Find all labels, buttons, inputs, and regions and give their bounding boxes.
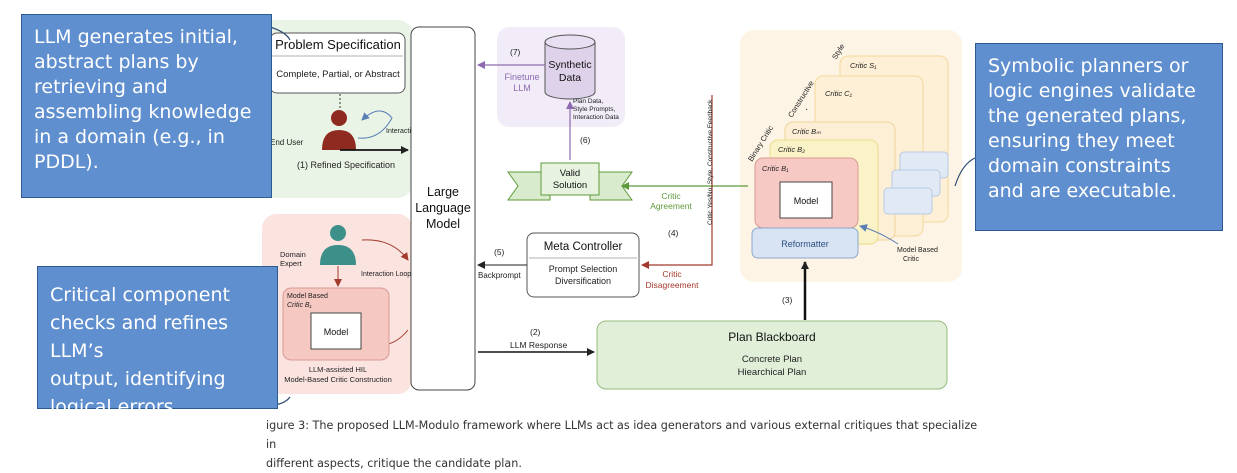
llm-label-2: Language (415, 201, 471, 215)
callout-line: PDDL). (34, 151, 99, 173)
reformatter-label: Reformatter (781, 239, 829, 249)
callout-line: LLM generates initial, (34, 26, 238, 48)
plan-blackboard-line-1: Concrete Plan (742, 354, 802, 365)
callout-critical-component: Critical component checks and refines LL… (37, 266, 278, 418)
callout-line: ensuring they meet (988, 130, 1175, 152)
mbc-label-1: Model Based (287, 293, 328, 300)
plan-blackboard-box (596, 320, 948, 390)
synthetic-data-cylinder (544, 34, 596, 100)
model-based-critic-label-1: Model Based (897, 247, 938, 254)
llm-box (410, 26, 476, 391)
plan-data-label-3: Interaction Data (573, 114, 619, 121)
callout-line: logic engines validate (988, 80, 1196, 102)
critic-b2-label: Critic B₂ (778, 145, 805, 154)
valid-solution-label-2: Solution (553, 180, 587, 191)
plan-blackboard-title: Plan Blackboard (728, 330, 815, 344)
llm-label-1: Large (427, 185, 459, 199)
callout-line: Symbolic planners or (988, 55, 1189, 77)
step-4-label: (4) (668, 228, 679, 238)
backprompt-label: Backprompt (478, 271, 521, 280)
domain-model-box (310, 312, 362, 350)
finetune-label-1: Finetune (504, 72, 539, 82)
step-5-label: (5) (494, 247, 505, 257)
critic-disagreement-label-2: Disagreement (646, 280, 700, 290)
caption-line-2: different aspects, critique the candidat… (266, 457, 522, 470)
hil-label-1: LLM-assisted HIL (309, 365, 367, 374)
domain-loop-label: Interaction Loop (361, 271, 411, 278)
hil-label-2: Model-Based Critic Construction (284, 375, 392, 384)
problem-spec-subtitle: Complete, Partial, or Abstract (276, 69, 400, 80)
meta-controller-title: Meta Controller (544, 241, 623, 253)
valid-solution-banner (507, 162, 633, 201)
critic-disagreement-label-1: Critic (662, 269, 682, 279)
critic-agreement-label-1: Critic (661, 191, 681, 201)
callout-line: and are executable. (988, 180, 1177, 202)
end-user-icon (322, 110, 356, 150)
domain-expert-label-2: Expert (280, 259, 303, 268)
callout-line: in a domain (e.g., in (34, 126, 225, 148)
critic-s1-label: Critic S₁ (850, 61, 877, 70)
step-3-label: (3) (782, 295, 793, 305)
callout-line: Critical component (50, 284, 230, 306)
mbc-label-2: Critic B₁ (287, 302, 313, 309)
domain-expert-label-1: Domain (280, 250, 306, 259)
finetune-label-2: LLM (513, 83, 531, 93)
model-based-critic-label-2: Critic (903, 256, 919, 263)
callout-line: domain constraints (988, 155, 1171, 177)
callout-line: output, identifying (50, 368, 226, 390)
plan-data-label-1: Plan Data, (573, 98, 604, 105)
critic-feedback-label: Critic Yes/No, Style, Constructive Feedb… (707, 99, 714, 225)
llm-response-label: LLM Response (510, 340, 567, 350)
framework-diagram: Problem Specification Complete, Partial,… (262, 20, 976, 406)
dots-label: · (805, 104, 808, 115)
critic-c1-label: Critic C₁ (825, 89, 853, 98)
critic-bm-label: Critic Bₘ (792, 127, 821, 136)
step-7-label: (7) (510, 47, 521, 57)
problem-spec-title: Problem Specification (275, 37, 401, 52)
step-6-label: (6) (580, 135, 591, 145)
callout-llm-generates: LLM generates initial, abstract plans by… (21, 14, 272, 198)
callout-symbolic-planners: Symbolic planners or logic engines valid… (975, 43, 1223, 231)
callout-line: retrieving and (34, 76, 168, 98)
callout-line: checks and refines LLM’s (50, 312, 229, 362)
domain-expert-icon (320, 225, 356, 265)
figure-caption: igure 3: The proposed LLM-Modulo framewo… (266, 416, 986, 473)
domain-model-label: Model (324, 327, 349, 337)
meta-controller-line-1: Prompt Selection (549, 264, 618, 274)
plan-data-label-2: Style Prompts, (573, 106, 615, 113)
callout-line: abstract plans by (34, 51, 199, 73)
step-2-label: (2) (530, 327, 541, 337)
callout-line: the generated plans, (988, 105, 1187, 127)
callout-line: logical errors. (50, 396, 180, 418)
critics-stack (751, 55, 949, 259)
plan-blackboard-line-2: Hiearchical Plan (738, 367, 807, 378)
critic-agreement-label-2: Agreement (650, 201, 692, 211)
caption-line-1: igure 3: The proposed LLM-Modulo framewo… (266, 419, 978, 451)
llm-label-3: Model (426, 217, 460, 231)
callout-line: assembling knowledge (34, 101, 252, 123)
meta-controller-line-2: Diversification (555, 276, 611, 286)
valid-solution-label-1: Valid (560, 168, 580, 179)
refined-spec-label: (1) Refined Specification (297, 160, 395, 170)
critic-model-label: Model (794, 196, 819, 206)
synthetic-data-label-1: Synthetic (548, 59, 591, 71)
synthetic-data-label-2: Data (559, 72, 581, 84)
end-user-label: End User (270, 138, 304, 147)
critic-b1-label: Critic B₁ (762, 164, 789, 173)
